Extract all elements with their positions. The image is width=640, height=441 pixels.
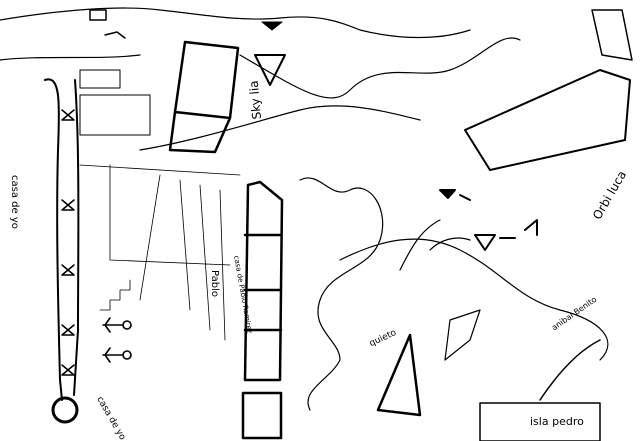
- stick-figures: [102, 317, 132, 363]
- corner-tower: [591, 9, 633, 61]
- stairs: [99, 279, 131, 311]
- heart: [254, 54, 286, 86]
- small-building: [79, 69, 121, 89]
- tree: [399, 219, 471, 271]
- field: [79, 164, 241, 341]
- heart-top-right: [439, 189, 471, 201]
- bottom-tower-house: [241, 391, 283, 440]
- panda: [51, 396, 79, 424]
- tall-tower: [243, 180, 284, 382]
- label-casa-de-yo-left: casa de yo: [9, 175, 20, 229]
- palm-trunk: [539, 339, 601, 401]
- right-house: [464, 69, 631, 171]
- block-building: [79, 94, 151, 136]
- triangle-house: [376, 333, 422, 417]
- road-left-edge: [44, 78, 63, 401]
- label-isla-pedro: isla pedro: [530, 415, 584, 428]
- top-shoreline: [0, 7, 471, 39]
- mid-shoreline: [0, 37, 521, 99]
- birds: [474, 219, 538, 251]
- hill-line: [139, 105, 421, 151]
- label-pablo: Pablo: [209, 270, 220, 297]
- road-right-edge: [73, 79, 80, 396]
- isla-pedro-box: [479, 402, 601, 441]
- tilted-house: [168, 40, 240, 154]
- shark: [444, 309, 481, 361]
- top-boat: [261, 21, 283, 31]
- island-outline: [299, 177, 609, 411]
- fish-on-road: [61, 109, 75, 376]
